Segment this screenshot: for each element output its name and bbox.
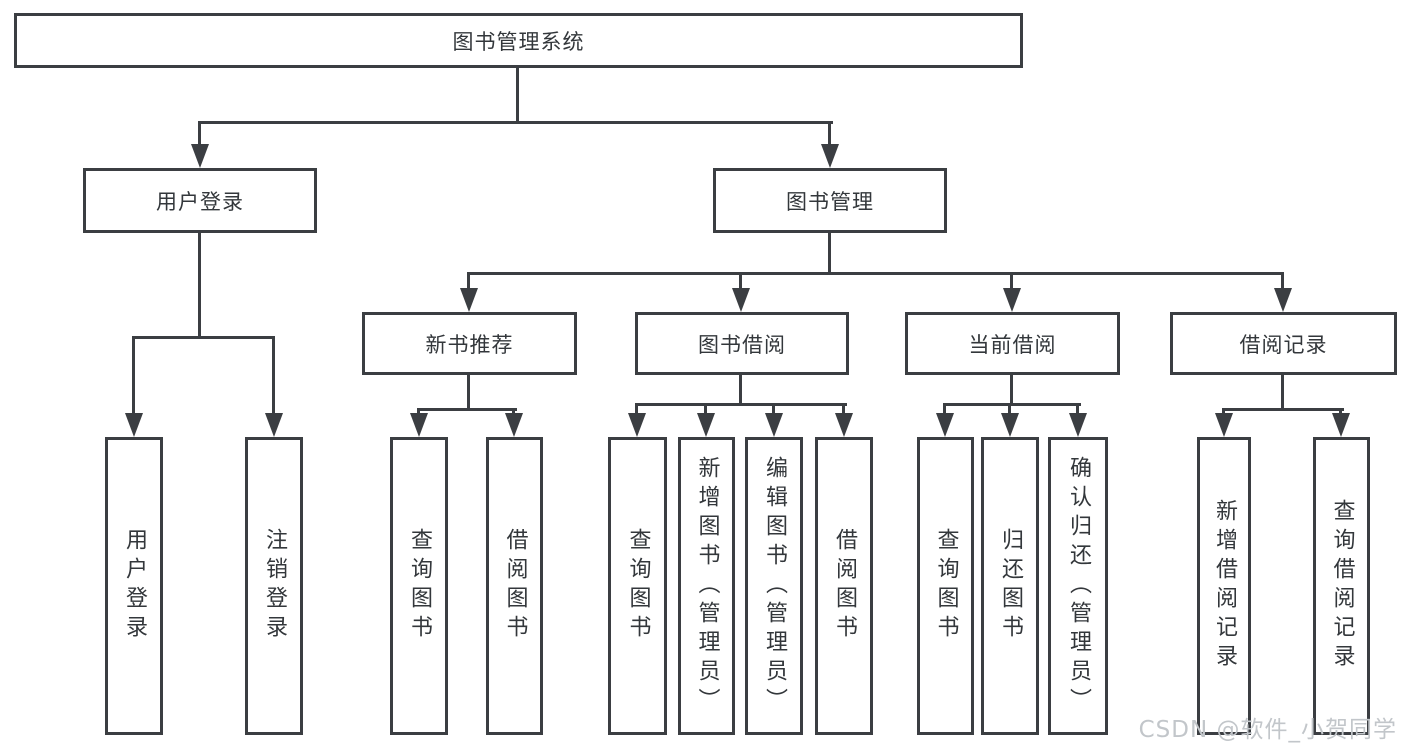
- arrow-down-icon: [765, 413, 783, 437]
- connector-recommendation-stem: [467, 375, 470, 411]
- connector-to-book-management: [828, 121, 831, 149]
- node-borrowing-records: 借阅记录: [1170, 312, 1397, 375]
- leaf-query-books-recommend: 查询图书: [390, 437, 448, 735]
- connector-borrowing-rail: [635, 403, 847, 406]
- leaf-add-borrow-record: 新增借阅记录: [1197, 437, 1251, 735]
- leaf-user-login: 用户登录: [105, 437, 163, 735]
- arrow-down-icon: [936, 413, 954, 437]
- arrow-down-icon: [1001, 413, 1019, 437]
- leaf-add-book-admin: 新增图书（管理员）: [678, 437, 735, 735]
- arrow-down-icon: [628, 413, 646, 437]
- node-current-borrowing: 当前借阅: [905, 312, 1120, 375]
- connector-current-rail: [943, 403, 1081, 406]
- connector-to-borrowing-records: [1281, 272, 1284, 292]
- connector-level3-rail: [467, 272, 1284, 275]
- leaf-borrow-books-borrowing: 借阅图书: [815, 437, 873, 735]
- node-book-borrowing: 图书借阅: [635, 312, 849, 375]
- arrow-down-icon: [1069, 413, 1087, 437]
- connector-to-leaf: [772, 403, 775, 418]
- leaf-logout: 注销登录: [245, 437, 303, 735]
- connector-to-current-borrowing: [1010, 272, 1013, 292]
- connector-user-login-stem: [198, 233, 201, 339]
- connector-to-leaf: [704, 403, 707, 418]
- node-book-management: 图书管理: [713, 168, 947, 233]
- arrow-down-icon: [1215, 413, 1233, 437]
- node-user-login: 用户登录: [83, 168, 317, 233]
- connector-to-leaf: [842, 403, 845, 418]
- arrow-down-icon: [125, 413, 143, 437]
- arrow-down-icon: [835, 413, 853, 437]
- arrow-down-icon: [1332, 413, 1350, 437]
- node-new-book-recommendation: 新书推荐: [362, 312, 577, 375]
- arrow-down-icon: [732, 288, 750, 312]
- arrow-down-icon: [460, 288, 478, 312]
- leaf-confirm-return-admin: 确认归还（管理员）: [1048, 437, 1108, 735]
- connector-to-leaf: [943, 403, 946, 418]
- leaf-query-books-current: 查询图书: [917, 437, 974, 735]
- connector-level2-rail: [198, 121, 833, 124]
- leaf-query-borrow-record: 查询借阅记录: [1313, 437, 1370, 735]
- arrow-down-icon: [265, 413, 283, 437]
- leaf-edit-book-admin: 编辑图书（管理员）: [745, 437, 803, 735]
- connector-current-stem: [1010, 375, 1013, 406]
- connector-to-book-borrowing: [739, 272, 742, 292]
- connector-recommendation-rail: [417, 408, 517, 411]
- connector-to-leaf: [1008, 403, 1011, 418]
- connector-records-rail: [1222, 408, 1344, 411]
- connector-records-stem: [1281, 375, 1284, 411]
- connector-root-stem: [516, 68, 519, 121]
- leaf-borrow-books-recommend: 借阅图书: [486, 437, 543, 735]
- leaf-return-book: 归还图书: [981, 437, 1039, 735]
- csdn-watermark: CSDN @软件_小贺同学: [1138, 717, 1397, 743]
- arrow-down-icon: [410, 413, 428, 437]
- connector-to-leaf-user-login: [132, 336, 135, 417]
- connector-to-leaf-logout: [272, 336, 275, 417]
- connector-to-leaf: [1076, 403, 1079, 418]
- connector-user-login-rail: [132, 336, 275, 339]
- connector-book-management-stem: [828, 233, 831, 275]
- connector-to-new-book-recommendation: [467, 272, 470, 292]
- connector-borrowing-stem: [739, 375, 742, 406]
- node-library-management-system: 图书管理系统: [14, 13, 1023, 68]
- arrow-down-icon: [1003, 288, 1021, 312]
- leaf-query-books-borrowing: 查询图书: [608, 437, 667, 735]
- connector-to-user-login: [198, 121, 201, 149]
- connector-to-leaf: [635, 403, 638, 418]
- arrow-down-icon: [191, 144, 209, 168]
- arrow-down-icon: [505, 413, 523, 437]
- arrow-down-icon: [1274, 288, 1292, 312]
- arrow-down-icon: [697, 413, 715, 437]
- arrow-down-icon: [821, 144, 839, 168]
